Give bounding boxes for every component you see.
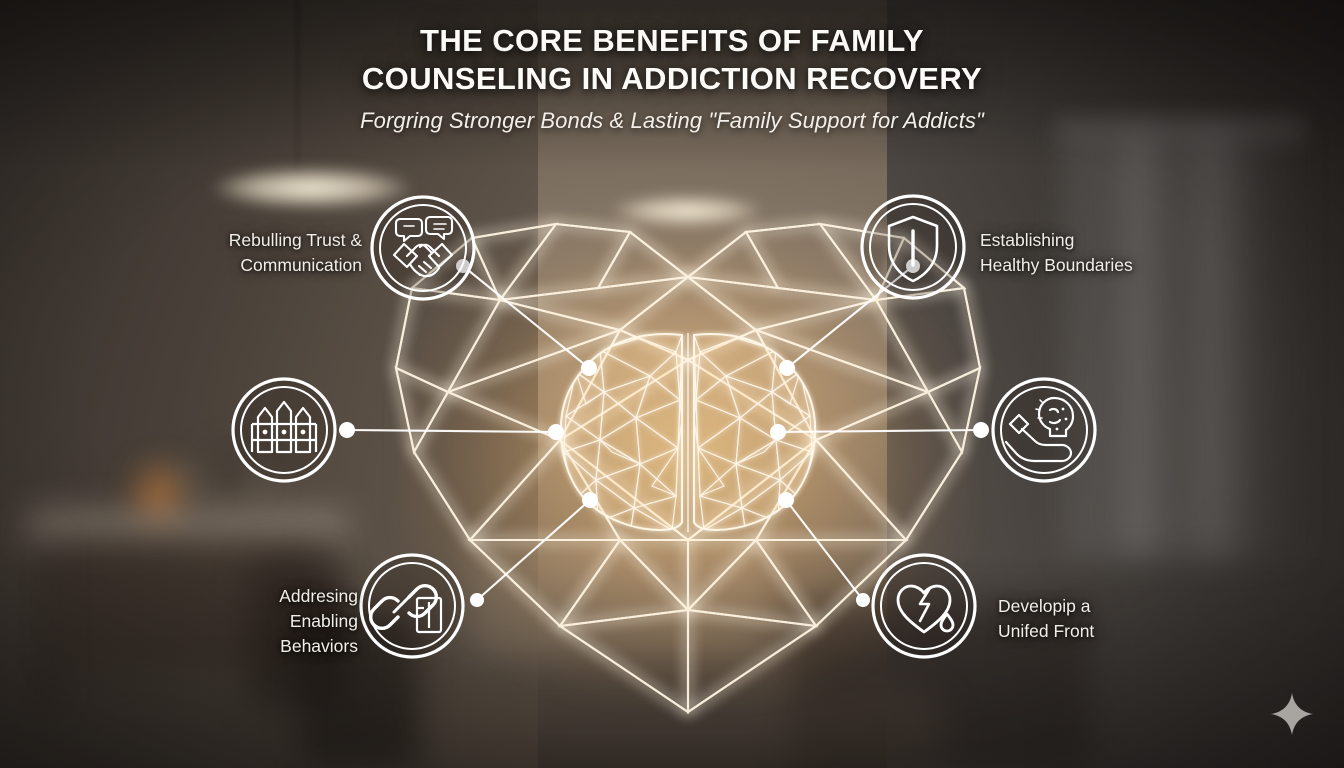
connector-dot	[770, 424, 786, 440]
connector-lines	[346, 265, 982, 601]
node-enabling-behaviors[interactable]	[359, 553, 465, 659]
bottle-icon	[415, 596, 443, 634]
handshake-speech-bubbles-icon	[392, 215, 454, 278]
node-supportive-care[interactable]	[991, 377, 1097, 483]
connector-line-fence-boundaries	[346, 428, 557, 434]
node-healthy-boundaries[interactable]	[860, 194, 966, 300]
node-label-enabling-behaviors: Addresing Enabling Behaviors	[279, 586, 358, 656]
connector-dot	[973, 422, 989, 438]
shield-icon	[887, 215, 939, 283]
connector-dots	[339, 259, 989, 607]
broken-heart-lightning-icon	[896, 584, 955, 634]
connector-dot	[856, 593, 870, 607]
brain-icon	[559, 333, 817, 532]
connector-line-healthy-boundaries	[786, 265, 914, 369]
node-rebuilding-trust[interactable]	[370, 195, 476, 301]
connector-dot	[581, 360, 597, 376]
node-label-unified-front: Developip a Unifed Front	[998, 596, 1095, 641]
connector-dot	[339, 422, 355, 438]
connector-line-supportive-care	[777, 428, 982, 434]
node-fence-boundaries[interactable]	[231, 377, 337, 483]
connector-line-enabling-behaviors	[476, 499, 591, 601]
connector-line-rebuilding-trust	[462, 265, 590, 369]
node-label-rebuilding-trust: Rebulling Trust & Communication	[228, 230, 362, 275]
connector-line-unified-front	[785, 499, 864, 601]
connector-dot	[779, 360, 795, 376]
node-unified-front[interactable]	[871, 553, 977, 659]
fence-icon	[250, 400, 318, 454]
connector-dot	[778, 492, 794, 508]
connector-dot	[470, 593, 484, 607]
connector-dot	[582, 492, 598, 508]
four-point-sparkle-icon	[1271, 693, 1313, 735]
connector-dot	[548, 424, 564, 440]
hand-holding-head-icon	[1004, 396, 1075, 463]
node-label-healthy-boundaries: Establishing Healthy Boundaries	[980, 230, 1133, 275]
